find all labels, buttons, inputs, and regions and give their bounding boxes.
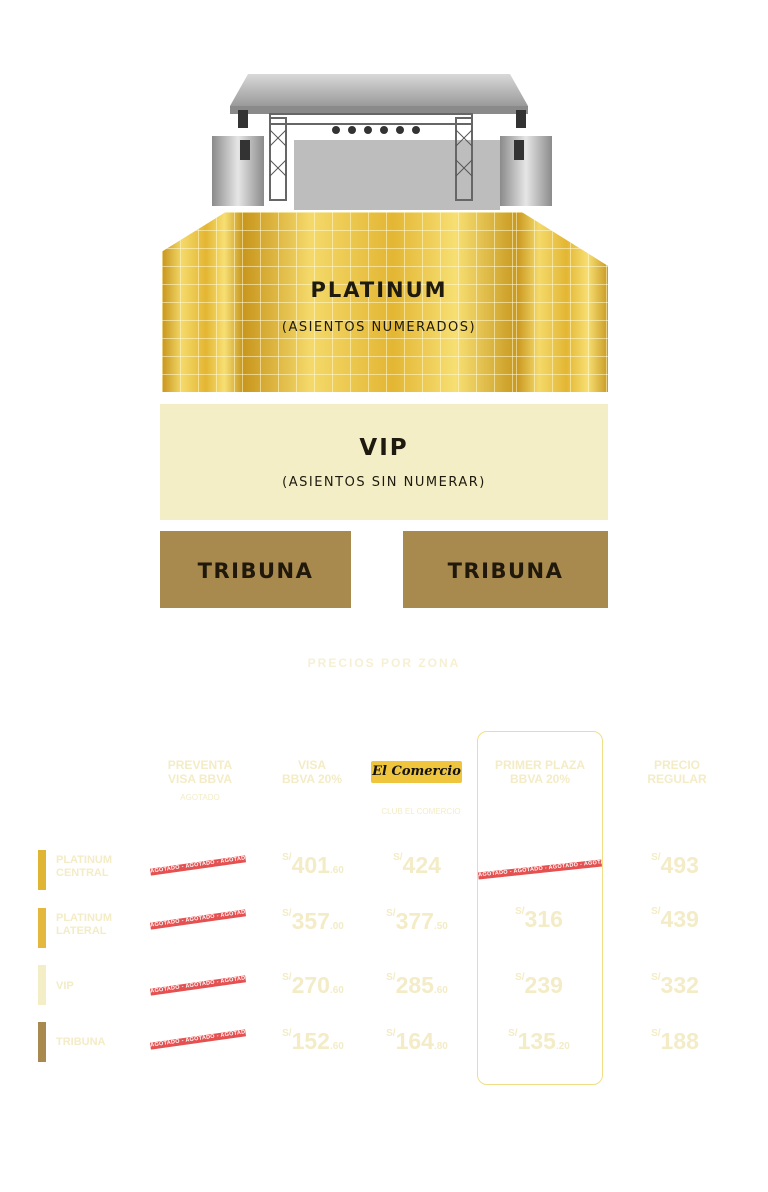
- price-cell: S/164.80: [386, 1028, 448, 1054]
- platinum-lateral-left[interactable]: [162, 212, 242, 392]
- col-head-4-title: PRIMER PLAZA BBVA 20%: [495, 758, 585, 786]
- prices-title: PRECIOS POR ZONA: [307, 656, 461, 670]
- stage-illustration: [212, 74, 552, 210]
- platinum-title: PLATINUM: [310, 278, 448, 302]
- price-cell: S/135.20: [508, 1028, 570, 1054]
- el-comercio-logo: El Comercio: [371, 761, 462, 783]
- col-head-1-note: AGOTADO: [180, 793, 220, 802]
- col-head-3: CLUB EL COMERCIO: [371, 800, 471, 817]
- price-cell: S/424: [393, 852, 441, 878]
- price-cell: S/377.50: [386, 908, 448, 934]
- row-bar-vip: [38, 965, 46, 1005]
- price-cell: S/332: [651, 972, 699, 998]
- col-head-1: PREVENTA VISA BBVA AGOTADO: [150, 758, 250, 803]
- price-cell: S/270.60: [282, 972, 344, 998]
- platinum-lateral-right[interactable]: [516, 212, 608, 392]
- price-cell: S/152.60: [282, 1028, 344, 1054]
- price-cell: S/357.00: [282, 908, 344, 934]
- price-cell: S/316: [515, 906, 563, 932]
- col-head-2: VISA BBVA 20%: [262, 758, 362, 786]
- col-head-4: PRIMER PLAZA BBVA 20%: [488, 758, 592, 786]
- vip-title: VIP: [359, 435, 409, 461]
- row-bar-platinum-central: [38, 850, 46, 890]
- col-head-1-title: PREVENTA VISA BBVA: [167, 758, 233, 786]
- price-cell: S/285.60: [386, 972, 448, 998]
- highlight-column: [477, 731, 603, 1085]
- col-head-5: PRECIO REGULAR: [622, 758, 732, 786]
- platinum-central[interactable]: PLATINUM (ASIENTOS NUMERADOS): [242, 212, 516, 392]
- vip-subtitle: (ASIENTOS SIN NUMERAR): [282, 475, 486, 490]
- tribuna-left-label: TRIBUNA: [197, 559, 314, 583]
- price-cell: S/401.60: [282, 852, 344, 878]
- agotado-banner: AGOTADO - AGOTADO - AGOTADO - AGOTADO: [149, 1029, 247, 1050]
- row-label-vip: VIP: [56, 980, 74, 992]
- price-cell: S/188: [651, 1028, 699, 1054]
- agotado-banner: AGOTADO - AGOTADO - AGOTADO - AGOTADO: [149, 855, 247, 876]
- col-head-2-title: VISA BBVA 20%: [281, 758, 343, 786]
- agotado-banner: AGOTADO - AGOTADO - AGOTADO - AGOTADO: [149, 975, 247, 996]
- col-head-3-note: CLUB EL COMERCIO: [381, 807, 461, 816]
- row-label-platinum-lateral: PLATINUM LATERAL: [56, 912, 113, 937]
- tribuna-right-label: TRIBUNA: [447, 559, 564, 583]
- row-bar-platinum-lateral: [38, 908, 46, 948]
- price-cell: S/439: [651, 906, 699, 932]
- tribuna-right[interactable]: TRIBUNA: [403, 531, 608, 608]
- platinum-subtitle: (ASIENTOS NUMERADOS): [281, 320, 477, 335]
- price-cell: S/493: [651, 852, 699, 878]
- col-head-5-title: PRECIO REGULAR: [647, 758, 707, 786]
- row-label-tribuna: TRIBUNA: [56, 1036, 106, 1048]
- price-cell: S/239: [515, 972, 563, 998]
- row-bar-tribuna: [38, 1022, 46, 1062]
- vip-section[interactable]: VIP (ASIENTOS SIN NUMERAR): [160, 404, 608, 520]
- tribuna-left[interactable]: TRIBUNA: [160, 531, 351, 608]
- agotado-banner: AGOTADO - AGOTADO - AGOTADO - AGOTADO: [149, 909, 247, 930]
- row-label-platinum-central: PLATINUM CENTRAL: [56, 854, 113, 879]
